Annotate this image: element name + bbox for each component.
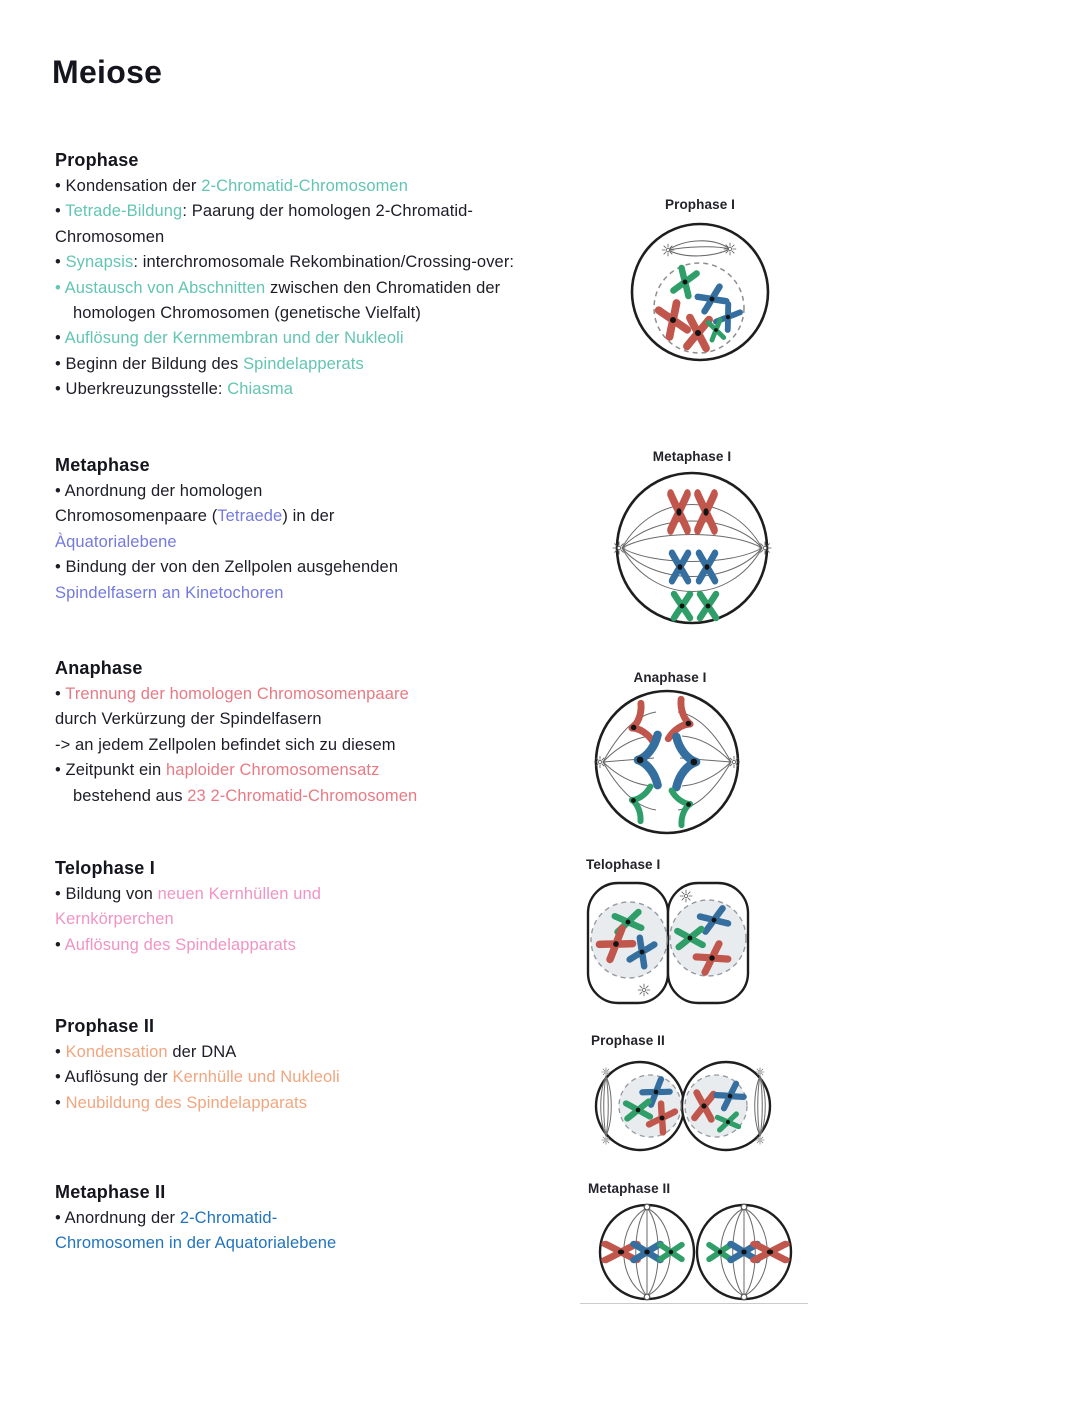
metaphase2-illustration [598, 1203, 793, 1301]
text-line: Chromosomenpaare (Tetraede) in der [55, 507, 335, 526]
section-heading: Metaphase II [55, 1182, 166, 1202]
section-body: • Trennung der homologen Chromosomenpaar… [55, 682, 610, 809]
text-line: • Anordnung der 2-Chromatid- [55, 1209, 278, 1227]
page-title: Meiose [52, 54, 163, 90]
text-line: • Uberkreuzungsstelle: Chiasma [55, 380, 294, 399]
text-line: Spindelfasern an Kinetochoren [55, 583, 284, 602]
diagram-label-metaphase1: Metaphase I [652, 449, 732, 464]
text-line: Kernkörperchen [55, 910, 174, 929]
section-heading: Prophase [55, 150, 139, 170]
spindle-pole [740, 1293, 748, 1301]
diagram-label-anaphase1: Anaphase I [633, 670, 707, 685]
section-metaphase2: Metaphase II • Anordnung der 2-Chromatid… [55, 1182, 610, 1257]
section-prophase2: Prophase II • Kondensation der DNA • Aufl… [55, 1016, 610, 1116]
section-anaphase: Anaphase • Trennung der homologen Chromo… [55, 658, 610, 809]
text-line: homologen Chromosomen (genetische Vielfa… [73, 304, 421, 323]
text-line: • Neubildung des Spindelapparats [55, 1093, 308, 1112]
diagram-label-prophase1: Prophase I [664, 197, 736, 212]
text-line: • Trennung der homologen Chromosomenpaar… [55, 685, 409, 703]
text-line: • Auflösung der Kernhülle und Nukleoli [55, 1068, 340, 1087]
spindle-pole [758, 541, 772, 555]
text-line: • Auflösung der Kernmembran und der Nukl… [55, 329, 404, 348]
text-line: • Bindung der von den Zellpolen ausgehen… [55, 558, 399, 577]
section-prophase: Prophase • Kondensation der 2-Chromatid-… [55, 150, 610, 403]
text-line: • Auflösung des Spindelapparats [55, 935, 296, 954]
nuclear-envelope-dashed [653, 262, 745, 354]
text-line: • Austausch von Abschnitten zwischen den… [55, 278, 501, 297]
spindle-pole [740, 1203, 748, 1211]
text-line: Chromosomen [55, 227, 165, 246]
section-heading: Prophase II [55, 1016, 155, 1036]
spindle-fibers [667, 240, 731, 257]
spindle-pole [643, 1293, 651, 1301]
spindle-fibers [623, 1207, 768, 1297]
section-body: • Anordnung der 2-Chromatid- Chromosomen … [55, 1206, 610, 1257]
section-heading: Anaphase [55, 658, 143, 678]
nuclear-envelope-dashed [590, 901, 668, 979]
spindle-pole [643, 1203, 651, 1211]
section-heading: Metaphase [55, 455, 150, 475]
text-line: • Bildung von neuen Kernhüllen und [55, 885, 322, 903]
diagram-label-metaphase2: Metaphase II [588, 1181, 671, 1196]
cell-membrane [630, 222, 770, 362]
spindle-fibers [621, 504, 763, 592]
section-body: • Kondensation der 2-Chromatid-Chromosom… [55, 174, 610, 403]
text-line: Chromosomen in der Aquatorialebene [55, 1234, 337, 1253]
anaphase1-illustration [593, 689, 741, 835]
divider-line [580, 1303, 808, 1304]
text-line: Àquatorialebene [55, 532, 177, 551]
text-line: • Kondensation der DNA [55, 1043, 237, 1061]
text-line: bestehend aus 23 2-Chromatid-Chromosomen [73, 786, 418, 805]
spindle-fibers [600, 1075, 766, 1137]
text-line: • Synapsis: interchromosomale Rekombinat… [55, 253, 515, 272]
section-body: • Kondensation der DNA • Auflösung der Ke… [55, 1040, 610, 1116]
text-line: • Tetrade-Bildung: Paarung der homologen… [55, 202, 474, 221]
diagram-label-prophase2: Prophase II [591, 1033, 665, 1048]
prophase1-illustration [630, 222, 770, 362]
text-line: -> an jedem Zellpolen befindet sich zu d… [55, 735, 396, 754]
prophase2-illustration [594, 1060, 772, 1152]
diagram-label-telophase1: Telophase I [586, 857, 661, 872]
section-heading: Telophase I [55, 858, 155, 878]
metaphase1-illustration [612, 471, 772, 625]
text-line: durch Verkürzung der Spindelfasern [55, 710, 322, 729]
telophase1-illustration [586, 881, 750, 1005]
cell-membrane [615, 471, 769, 625]
text-line: • Beginn der Bildung des Spindelapperats [55, 354, 364, 373]
text-line: • Zeitpunkt ein haploider Chromosomensat… [55, 761, 380, 780]
cell-membrane [594, 689, 740, 835]
text-line: • Kondensation der 2-Chromatid-Chromosom… [55, 177, 408, 195]
spindle-pole [612, 541, 626, 555]
section-telophase1: Telophase I • Bildung von neuen Kernhüll… [55, 858, 610, 958]
text-line: • Anordnung der homologen [55, 482, 263, 500]
